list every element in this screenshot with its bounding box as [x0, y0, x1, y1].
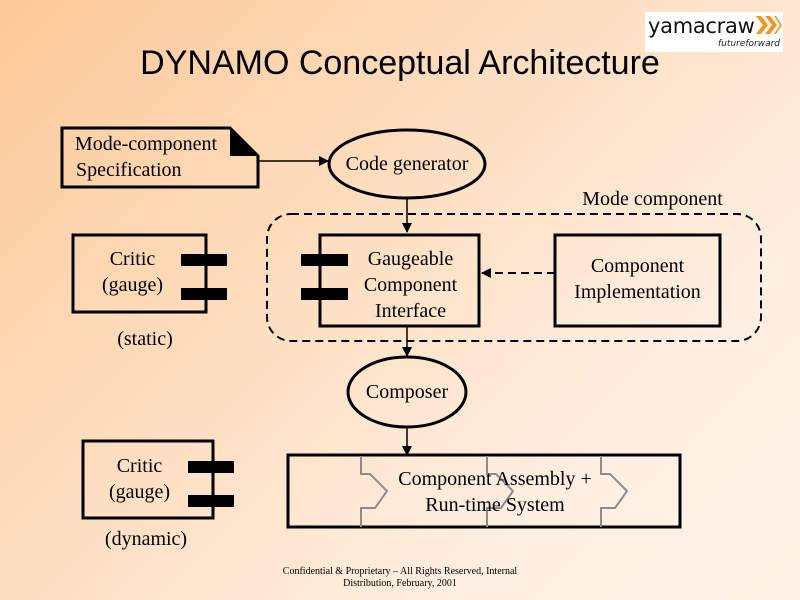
mode-component-container	[266, 213, 762, 342]
footer-line1: Confidential & Proprietary – All Rights …	[282, 566, 518, 577]
port-icon	[188, 461, 234, 473]
composer-label: Composer	[365, 381, 449, 403]
critic-static-line1: Critic	[109, 248, 156, 270]
port-icon	[181, 288, 227, 300]
slide-title: DYNAMO Conceptual Architecture	[140, 44, 660, 82]
critic-static-box	[71, 233, 208, 314]
spec-note-line2: Specification	[76, 159, 182, 181]
critic-static-label: Critic (gauge)	[85, 246, 180, 298]
spec-note-shape	[60, 126, 260, 189]
port-icon	[188, 495, 234, 507]
yamacraw-logo: yamacraw futureforward	[645, 12, 783, 52]
implementation-line2: Implementation	[574, 281, 701, 303]
port-icon	[301, 288, 348, 300]
double-chevron-icon	[756, 16, 782, 34]
gauge-interface-line2: Component	[363, 274, 458, 296]
assembly-line2: Run-time System	[425, 494, 565, 516]
assembly-box	[286, 453, 682, 529]
critic-dynamic-line2: (gauge)	[108, 481, 171, 503]
implementation-line1: Component	[590, 255, 685, 277]
critic-static-line2: (gauge)	[101, 274, 164, 296]
port-icon	[181, 254, 227, 266]
logo-tagline: futureforward	[717, 39, 780, 49]
mode-component-label: Mode component	[582, 188, 723, 210]
critic-dynamic-caption: (dynamic)	[104, 528, 188, 550]
implementation-box	[553, 233, 722, 328]
gauge-interface-box	[318, 233, 481, 328]
footer-line2: Distribution, February, 2001	[343, 578, 457, 589]
assembly-label: Component Assembly + Run-time System	[340, 466, 650, 518]
critic-dynamic-label: Critic (gauge)	[92, 453, 187, 505]
connector-shapes	[360, 456, 629, 527]
critic-dynamic-box	[81, 439, 215, 520]
critic-static-caption: (static)	[117, 328, 173, 350]
footer-confidential: Confidential & Proprietary – All Rights …	[250, 566, 550, 590]
critic-dynamic-line1: Critic	[116, 455, 163, 477]
assembly-line1: Component Assembly +	[398, 468, 592, 490]
spec-note-line1: Mode-component	[74, 133, 218, 155]
logo-wordmark: yamacraw	[648, 14, 755, 38]
gauge-interface-label: Gaugeable Component Interface	[348, 246, 473, 324]
port-icon	[301, 254, 348, 266]
gauge-interface-line3: Interface	[374, 300, 447, 322]
spec-note-label: Mode-component Specification	[62, 131, 230, 183]
code-generator-label: Code generator	[345, 153, 469, 175]
implementation-label: Component Implementation	[555, 253, 720, 305]
gauge-interface-line1: Gaugeable	[367, 248, 454, 270]
